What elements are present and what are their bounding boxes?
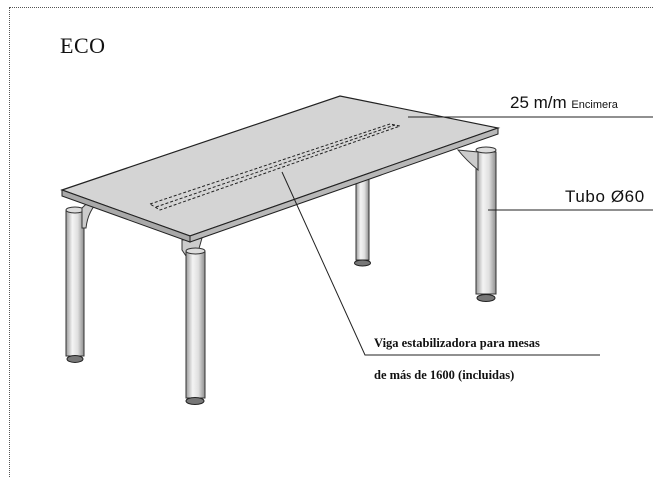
beam-note-line2: de más de 1600 (incluidas) [374, 368, 515, 382]
thickness-value: 25 m/m [510, 93, 567, 112]
front-leg-middle [185, 247, 206, 405]
page-title: ECO [60, 33, 106, 58]
bracket-right [456, 149, 479, 172]
tube-callout: Tubo Ø60 [565, 187, 645, 206]
dotted-frame [9, 7, 653, 477]
leader-beam [281, 171, 600, 356]
table-drawing [60, 95, 653, 405]
tabletop [60, 95, 501, 243]
thickness-callout: 25 m/m Encimera [510, 93, 618, 113]
back-leg-middle [354, 177, 371, 267]
back-leg-right [475, 146, 497, 302]
stabilizer-beam [148, 123, 402, 211]
beam-note-line1: Viga estabilizadora para mesas [374, 336, 540, 350]
thickness-label: Encimera [571, 99, 618, 111]
back-leg-left [65, 206, 85, 363]
